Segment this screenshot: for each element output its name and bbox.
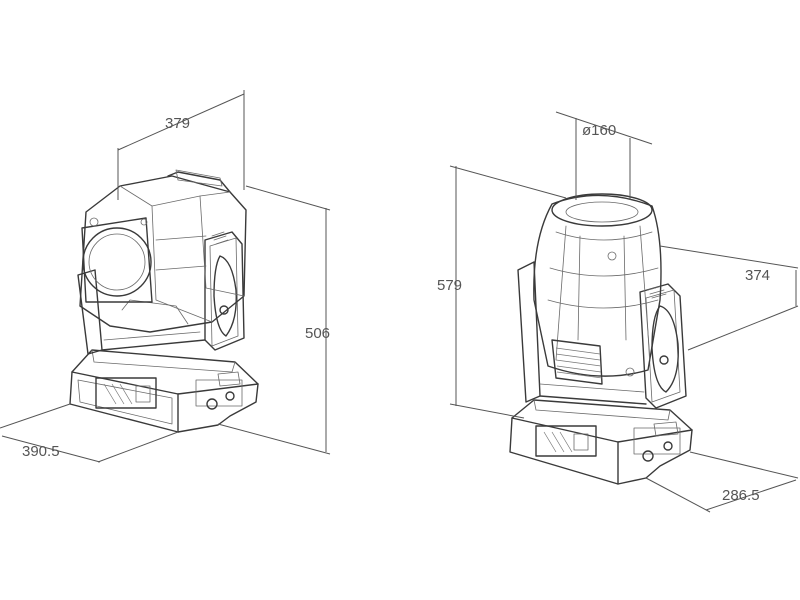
dimension-label: 379: [165, 115, 190, 132]
connector-icon: [642, 450, 654, 462]
display-panel: [95, 377, 157, 409]
dimension-right-diameter: ø160: [555, 111, 653, 200]
right-fixture-yoke: [517, 261, 687, 409]
top-aperture: [551, 193, 653, 227]
dimension-right-width: 286.5: [645, 451, 799, 513]
dimension-right-height: 579: [437, 165, 567, 419]
dimension-left-depth: 379: [117, 90, 245, 200]
vent-grille: [551, 339, 603, 385]
dimension-right-depth: 374: [659, 245, 799, 351]
lens-bezel: [81, 217, 153, 303]
dimension-label: ø160: [582, 122, 616, 139]
connector-icon: [663, 441, 673, 451]
dimension-label: 506: [305, 325, 330, 342]
dimension-label: 390.5: [22, 443, 60, 460]
left-fixture-head: [79, 169, 247, 333]
right-fixture: [509, 193, 693, 485]
dimension-label: 579: [437, 277, 462, 294]
connector-icon: [206, 398, 218, 410]
dimension-label: 286.5: [722, 487, 760, 504]
left-fixture-yoke: [77, 231, 245, 355]
lens-outer: [82, 227, 152, 297]
display-panel: [535, 425, 597, 457]
lens-inner: [88, 233, 146, 291]
left-fixture: [69, 169, 259, 433]
connector-icon: [225, 391, 235, 401]
right-fixture-base: [509, 399, 693, 485]
dimension-left-width: 390.5: [0, 403, 179, 463]
dimension-label: 374: [745, 267, 770, 284]
left-fixture-base: [69, 349, 259, 433]
right-fixture-head: [533, 193, 662, 385]
dimension-left-height: 506: [217, 185, 331, 455]
